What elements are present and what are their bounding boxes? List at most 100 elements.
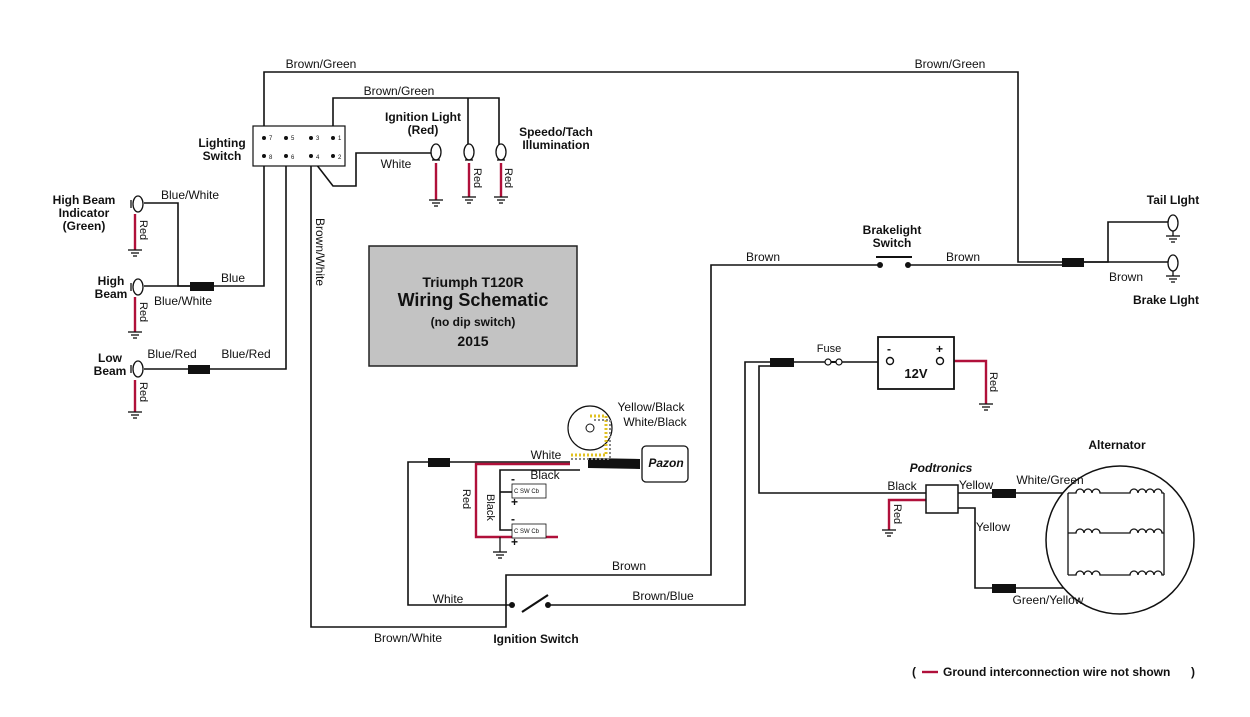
wire-label: Black <box>530 468 560 482</box>
lighting-switch-label: Switch <box>203 149 242 163</box>
wire-label: White <box>381 157 412 171</box>
pazon-label: Pazon <box>648 456 683 470</box>
lighting-switch-label: Lighting <box>198 136 245 150</box>
brake-light-label: Brake LIght <box>1133 293 1199 307</box>
wire-label: Brown/Green <box>364 84 435 98</box>
wire-labels: Brown/Green Brown/Green Brown/Green Whit… <box>137 57 1143 645</box>
wire-label: Brown/White <box>374 631 442 645</box>
connector <box>992 489 1016 498</box>
ignition-light-label: (Red) <box>408 123 439 137</box>
title-line4: 2015 <box>457 333 488 349</box>
wire-brown-white <box>310 160 507 628</box>
wire-label: Black <box>484 494 496 521</box>
alternator <box>1045 465 1195 615</box>
wire-label: Blue/White <box>154 294 212 308</box>
component-labels: Lighting Switch Ignition Light (Red) Spe… <box>53 110 1200 646</box>
wire-tail-light <box>1084 221 1170 263</box>
wire-brown-green-inner <box>332 97 500 145</box>
ground-icon <box>979 403 993 411</box>
coil-neg: - <box>511 472 515 486</box>
coil-label: C SW Cb <box>514 529 540 535</box>
bulb-icon <box>463 143 475 161</box>
ground-icon <box>493 551 507 559</box>
bulb-icon <box>130 360 144 378</box>
connector <box>770 358 794 367</box>
title-block: Triumph T120R Wiring Schematic (no dip s… <box>368 245 578 367</box>
wire-coil-black <box>499 469 580 531</box>
wire-label: Brown <box>612 559 646 573</box>
wire-label: Red <box>891 504 903 524</box>
coil-pos: + <box>511 535 518 549</box>
switch-pin: 8 <box>269 155 273 161</box>
wire-podtronics-black <box>758 365 926 494</box>
wire-blue-white <box>144 202 190 287</box>
connector <box>428 458 450 467</box>
legend-close: ) <box>1191 665 1195 679</box>
connector <box>190 282 214 291</box>
switch-pin: 4 <box>316 155 320 161</box>
wire-label: Red <box>987 372 999 392</box>
ground-icon <box>128 411 142 419</box>
wire-brown-brake <box>505 264 878 608</box>
wire-label: Blue/Red <box>147 347 196 361</box>
wire-label: Brown/Green <box>915 57 986 71</box>
wire-label: Brown/Green <box>286 57 357 71</box>
switch-pin: 6 <box>291 155 295 161</box>
wire-blue <box>214 160 265 287</box>
switch-pin: 5 <box>291 136 295 142</box>
ignition-coils: C SW Cb C SW Cb - + - + <box>511 472 547 549</box>
high-beam-indicator-label: Indicator <box>59 206 110 220</box>
brakelight-switch-label: Switch <box>873 236 912 250</box>
podtronics-box <box>925 484 959 514</box>
wire-label: Red <box>502 168 514 188</box>
ground-icon <box>462 196 476 204</box>
speedo-tach-label: Illumination <box>522 138 589 152</box>
tail-light-label: Tail LIght <box>1147 193 1199 207</box>
ground-icon <box>128 331 142 339</box>
wire-label: Red <box>460 489 472 509</box>
ground-icon <box>1166 275 1180 283</box>
podtronics-label: Podtronics <box>910 461 973 475</box>
wire-label: White <box>531 448 562 462</box>
wire-label: Black <box>887 479 917 493</box>
bulb-icon <box>130 195 144 213</box>
coil-label: C SW Cb <box>514 489 540 495</box>
wire-label: Brown <box>1109 270 1143 284</box>
connector <box>1062 258 1084 267</box>
low-beam-label: Beam <box>94 364 127 378</box>
wire-label: Brown <box>746 250 780 264</box>
speedo-tach-label: Speedo/Tach <box>519 125 593 139</box>
connectors <box>188 258 1084 593</box>
bulb-icon <box>1167 214 1179 236</box>
legend-text: Ground interconnection wire not shown <box>943 665 1170 679</box>
title-line3: (no dip switch) <box>431 315 516 329</box>
ignition-switch[interactable] <box>509 594 551 613</box>
lighting-switch[interactable]: 7 5 3 1 8 6 4 2 <box>252 125 346 167</box>
legend-open: ( <box>912 665 916 679</box>
ground-icon <box>1166 235 1180 243</box>
ground-pod <box>887 498 926 530</box>
battery: - + 12V <box>877 336 955 390</box>
wire-label: Blue/Red <box>221 347 270 361</box>
fuse-label: Fuse <box>817 343 841 355</box>
alternator-label: Alternator <box>1088 438 1146 452</box>
bulb-icon <box>495 143 507 161</box>
wire-label: Red <box>137 382 149 402</box>
wire-label: Red <box>137 302 149 322</box>
wire-blue-red <box>210 160 287 370</box>
wire-label: Yellow/Black <box>618 400 686 414</box>
battery-label: 12V <box>904 366 927 381</box>
bulb-icon <box>130 278 144 296</box>
ground-icon <box>429 199 443 207</box>
wire-label: Red <box>137 220 149 240</box>
brakelight-switch[interactable] <box>876 256 912 268</box>
wire-pod-yellow2 <box>958 507 992 589</box>
title-line1: Triumph T120R <box>422 274 523 290</box>
connector <box>992 584 1016 593</box>
wire-label: Yellow <box>959 478 994 492</box>
high-beam-label: Beam <box>95 287 128 301</box>
switch-pin: 2 <box>338 155 342 161</box>
battery-plus: + <box>936 342 943 356</box>
